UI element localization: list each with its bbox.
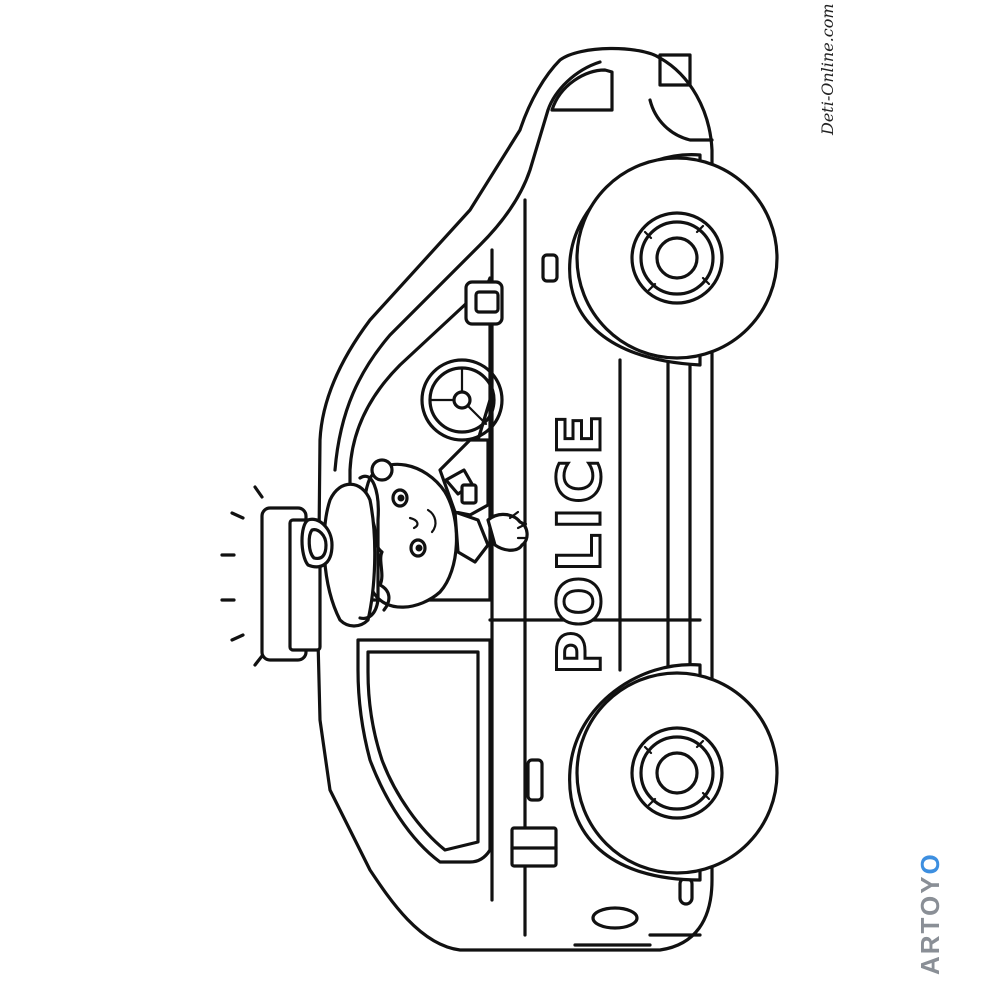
police-cap-badge-inner [307,528,328,561]
siren-rays [220,485,264,667]
rear-hub [655,751,699,795]
rear-light [591,906,639,930]
rear-reflector [678,876,694,906]
rear-window [356,638,492,864]
front-wheel [568,153,779,367]
front-hub [655,236,699,280]
brand-name: ARTOY [915,874,945,975]
siren-light [220,485,322,667]
rear-rim-mid [639,735,715,811]
steering-wheel [420,358,504,442]
front-rim-outer [630,211,724,305]
rear-tire [575,671,779,875]
brand-mark: O [915,852,945,875]
policeman-fingers [508,510,528,540]
front-bumper [658,53,692,87]
rear-window-inner [366,650,480,852]
police-cap [322,482,377,628]
rear-rim-notches [643,739,711,807]
police-cap-brim [358,474,380,621]
site-watermark: Deti-Online.com [818,3,837,135]
policeman-nose [408,516,419,530]
steering-wheel-rim [420,358,504,442]
police-lettering: POLICE [545,410,615,675]
front-tire [575,156,779,360]
front-door-handle [541,253,559,283]
rear-rim-outer [630,726,724,820]
front-rim-mid [639,220,715,296]
steering-column [476,398,492,442]
policeman-arm [453,510,490,564]
policeman-right-pupil [415,544,423,552]
policeman-left-pupil [397,494,405,502]
policeman-ear [370,458,394,482]
front-panel [648,98,714,142]
roof-line [333,60,602,472]
policeman-driver [300,438,529,628]
front-headlight [550,68,614,112]
policeman-mouth [426,508,437,534]
front-rim-notches [643,224,711,292]
rear-door-handle [526,758,544,802]
brand-watermark: ARTOYO [915,852,946,975]
rear-wheel [568,663,779,882]
policeman-hand [486,512,529,552]
uniform-pocket [460,483,478,505]
mirror-tab [474,290,500,314]
